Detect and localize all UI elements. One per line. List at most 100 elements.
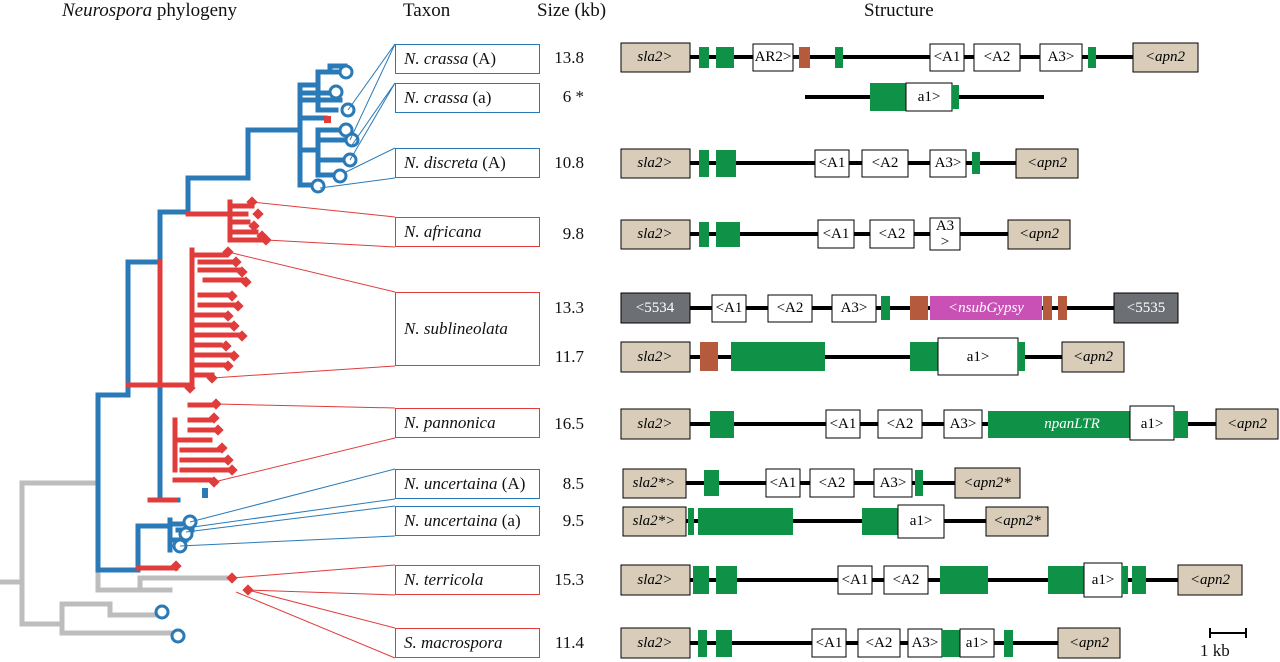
size-header: Size (kb) <box>537 0 607 21</box>
gene-label: <A1 <box>819 155 846 171</box>
gene-label: sla2> <box>637 155 672 171</box>
taxon-box-discreta-A: N. discreta (A) <box>395 148 540 178</box>
track-terricola <box>620 562 1243 598</box>
gene-label: <apn2 <box>1027 155 1068 171</box>
size-value: 8.5 <box>562 474 584 493</box>
taxon-box-macrospora: S. macrospora <box>395 628 540 658</box>
gene-label: <A2 <box>866 635 893 651</box>
size-value: 11.4 <box>554 633 584 652</box>
phylogeny-tree <box>0 63 360 644</box>
gene-label: <A1 <box>716 300 743 316</box>
structure-tracks: sla2> AR2> <A1 <A2 A3> <apn2 a1> sla2> <… <box>620 42 1279 659</box>
size-value: 16.5 <box>554 414 584 433</box>
gene-label: <apn2 <box>1190 572 1231 588</box>
gene-label: <apn2 <box>1145 49 1186 65</box>
size-value: 13.3 <box>554 298 584 317</box>
gene-label: A3 <box>936 218 954 234</box>
track-africana <box>620 217 1071 251</box>
gene-label: A3> <box>1048 49 1075 65</box>
size-value: 9.8 <box>562 224 584 243</box>
grey-clade-branches <box>0 480 235 636</box>
gene-label: <apn2* <box>993 513 1041 529</box>
taxon-box-uncertaina-a: N. uncertaina (a) <box>395 506 540 536</box>
size-value: 9.5 <box>562 511 584 530</box>
gene-label: sla2> <box>637 635 672 651</box>
track-labels: sla2> AR2> <A1 <A2 A3> <apn2 a1> sla2> <… <box>633 49 1268 651</box>
gene-label: <A1 <box>816 635 843 651</box>
gene-label: a1> <box>910 513 933 529</box>
connector-lines <box>179 43 396 659</box>
blue-circle-tips <box>154 64 360 644</box>
track-macrospora <box>620 627 1121 659</box>
gene-label: <apn2 <box>1019 226 1060 242</box>
gene-label: <A1 <box>934 49 961 65</box>
gene-label: sla2> <box>637 226 672 242</box>
size-value: 6 * <box>562 87 584 106</box>
gene-label: <apn2* <box>963 475 1011 491</box>
gene-label: <A1 <box>842 572 869 588</box>
gene-label: <A1 <box>770 475 797 491</box>
gene-label: <apn2 <box>1073 349 1114 365</box>
structure-header: Structure <box>864 0 934 21</box>
track-sublineolata-1 <box>620 292 1179 324</box>
taxon-box-pannonica: N. pannonica <box>395 408 540 438</box>
gene-label: a1> <box>966 635 989 651</box>
track-pannonica <box>620 405 1279 441</box>
gene-label: A3> <box>880 475 907 491</box>
taxon-box-sublineolata: N. sublineolata <box>395 292 540 366</box>
gene-label: <A2 <box>879 226 906 242</box>
gene-label: <nsubGypsy <box>948 300 1024 316</box>
taxon-box-crassa-A: N. crassa (A) <box>395 44 540 74</box>
size-value: 15.3 <box>554 570 584 589</box>
gene-label: <A1 <box>830 416 857 432</box>
gene-label: sla2*> <box>633 513 676 529</box>
gene-label: npanLTR <box>1044 416 1100 432</box>
red-clade-branches <box>125 199 267 571</box>
track-uncertaina-A <box>622 467 1021 499</box>
gene-label: <5535 <box>1127 300 1165 316</box>
gene-label: <A2 <box>893 572 920 588</box>
track-discreta-A <box>620 148 1079 179</box>
scale-bar-label: 1 kb <box>1200 641 1230 660</box>
track-sublineolata-2 <box>620 337 1125 376</box>
track-crassa-a <box>805 82 1044 112</box>
track-crassa-A <box>620 42 1199 73</box>
gene-label: A3> <box>841 300 868 316</box>
gene-label: A3> <box>912 635 939 651</box>
size-value: 11.7 <box>554 347 584 366</box>
gene-label: <A2 <box>777 300 804 316</box>
size-value: 13.8 <box>554 48 584 67</box>
taxon-box-uncertaina-A: N. uncertaina (A) <box>395 469 540 499</box>
gene-label: sla2> <box>637 416 672 432</box>
gene-label: sla2*> <box>633 475 676 491</box>
gene-label: <A2 <box>984 49 1011 65</box>
gene-label: > <box>941 234 949 250</box>
gene-label: sla2> <box>637 572 672 588</box>
gene-label: a1> <box>918 89 941 105</box>
gene-label: sla2> <box>637 349 672 365</box>
taxon-box-africana: N. africana <box>395 217 540 247</box>
gene-label: AR2> <box>755 49 792 65</box>
scale-bar <box>1209 628 1247 638</box>
gene-label: a1> <box>1141 416 1164 432</box>
gene-label: <A2 <box>819 475 846 491</box>
gene-label: <5534 <box>636 300 675 316</box>
gene-label: <A2 <box>887 416 914 432</box>
phylogeny-header: Neurospora phylogeny <box>62 0 238 21</box>
gene-label: <A2 <box>872 155 899 171</box>
track-uncertaina-a <box>622 504 1049 539</box>
gene-label: A3> <box>935 155 962 171</box>
taxon-box-terricola: N. terricola <box>395 565 540 595</box>
size-value: 10.8 <box>554 153 584 172</box>
gene-label: a1> <box>1092 572 1115 588</box>
gene-label: sla2> <box>637 49 672 65</box>
gene-label: <apn2 <box>1069 635 1110 651</box>
taxon-header: Taxon <box>403 0 451 21</box>
gene-label: <A1 <box>823 226 850 242</box>
blue-clade-branches <box>95 63 351 573</box>
gene-label: A3> <box>950 416 977 432</box>
gene-label: a1> <box>967 349 990 365</box>
taxon-box-crassa-a: N. crassa (a) <box>395 83 540 113</box>
gene-label: <apn2 <box>1227 416 1268 432</box>
